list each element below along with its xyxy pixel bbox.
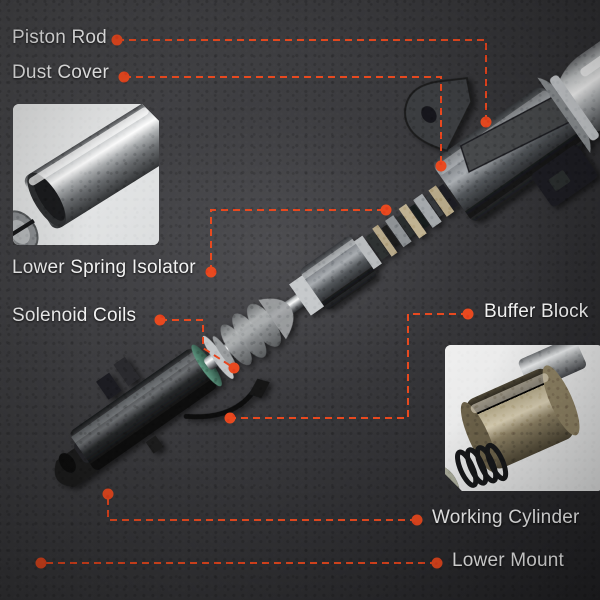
dot-part-dust-cover (435, 160, 447, 172)
leader-solenoid-coils (160, 319, 235, 369)
inset-photo-buffer-block[interactable] (445, 345, 600, 491)
dot-part-piston-rod (480, 116, 492, 128)
callout-label-piston-rod: Piston Rod (12, 27, 107, 48)
leader-piston-rod (117, 39, 487, 122)
leader-working-cylinder (107, 494, 417, 521)
callout-label-solenoid-coils: Solenoid Coils (12, 305, 137, 326)
part-dust-cover (560, 0, 600, 132)
inset-buffer-block-art (445, 345, 600, 491)
dot-part-solenoid (228, 362, 240, 374)
leader-buffer-block (230, 313, 468, 419)
inset-photo-lower-spring-isolator[interactable] (13, 104, 159, 245)
callout-label-buffer-block: Buffer Block (484, 301, 589, 322)
dot-part-buffer-block (224, 412, 236, 424)
callout-label-lower-mount: Lower Mount (452, 550, 565, 571)
dot-label-solenoid (154, 314, 166, 326)
dot-label-spring-iso (205, 266, 217, 278)
leader-dust-cover (124, 76, 442, 166)
inset-lower-spring-isolator-art (13, 104, 159, 245)
part-working-cylinder (70, 349, 270, 470)
part-valve-stack (365, 183, 459, 260)
dot-label-lower-mount (431, 557, 443, 569)
dot-label-working-cyl (411, 514, 423, 526)
callout-label-working-cylinder: Working Cylinder (432, 507, 580, 528)
callout-label-lower-spring-isolator: Lower Spring Isolator (12, 257, 196, 278)
callout-label-dust-cover: Dust Cover (12, 62, 110, 83)
dot-part-spring-iso (380, 204, 392, 216)
leader-lower-spring-isolator (210, 209, 386, 272)
dot-part-working-cyl (102, 488, 114, 500)
dot-part-lower-mount (35, 557, 47, 569)
part-solenoid-coils (289, 235, 382, 316)
callout-dots (35, 34, 492, 569)
dot-label-dust-cover (118, 71, 130, 83)
part-buffer-block (220, 298, 294, 366)
dot-label-buffer-block (462, 308, 474, 320)
dot-label-piston-rod (111, 34, 123, 46)
part-spring-seat (537, 75, 599, 153)
